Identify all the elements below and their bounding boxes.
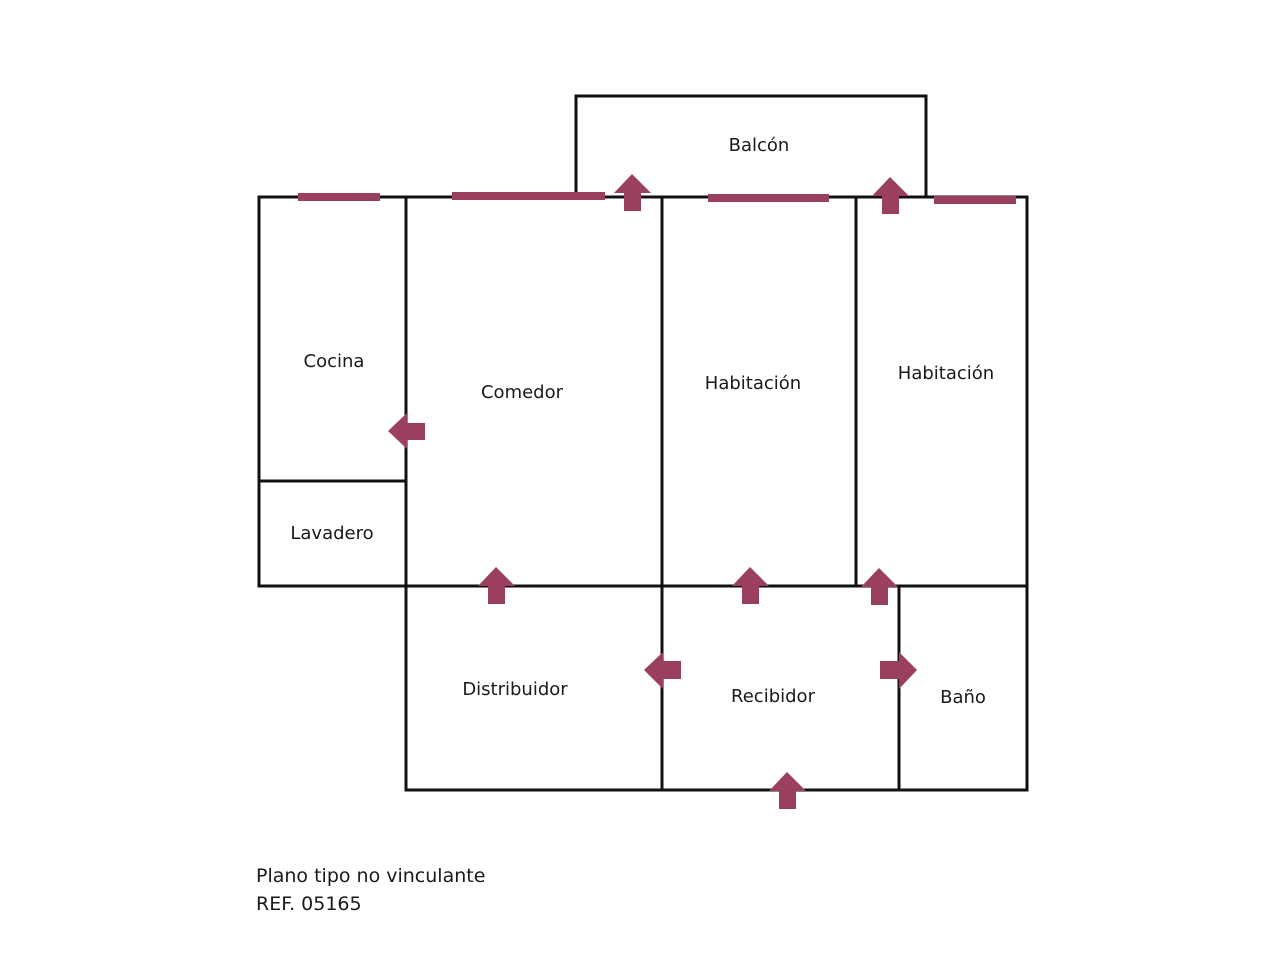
door-arrow-distribuidor bbox=[644, 652, 681, 689]
room-label-cocina: Cocina bbox=[304, 351, 365, 372]
door-arrow-cocina bbox=[388, 413, 425, 449]
room-label-habitacion-2: Habitación bbox=[898, 363, 994, 384]
doors bbox=[388, 174, 917, 809]
room-label-habitacion-1: Habitación bbox=[705, 373, 801, 394]
door-arrow-entrada bbox=[769, 772, 806, 809]
room-label-balcon: Balcón bbox=[729, 135, 790, 156]
door-arrow-habitacion-2 bbox=[861, 568, 898, 605]
door-arrow-comedor bbox=[478, 567, 515, 604]
door-arrow-habitacion-balcon bbox=[872, 177, 909, 214]
windows bbox=[298, 192, 1016, 204]
room-label-lavadero: Lavadero bbox=[290, 523, 373, 544]
reference-code: REF. 05165 bbox=[256, 893, 362, 915]
door-arrow-comedor-balcon bbox=[614, 174, 651, 211]
room-label-bano: Baño bbox=[940, 687, 986, 708]
room-label-recibidor: Recibidor bbox=[731, 686, 816, 707]
disclaimer-note: Plano tipo no vinculante bbox=[256, 865, 486, 887]
walls bbox=[257, 94, 1029, 792]
room-label-comedor: Comedor bbox=[481, 382, 564, 403]
door-arrow-bano bbox=[880, 652, 917, 689]
room-label-distribuidor: Distribuidor bbox=[462, 679, 568, 700]
plan-footer: Plano tipo no vinculante REF. 05165 bbox=[256, 862, 485, 918]
door-arrow-habitacion-1 bbox=[732, 567, 769, 604]
room-labels: Balcón Cocina Comedor Habitación Habitac… bbox=[290, 135, 994, 708]
